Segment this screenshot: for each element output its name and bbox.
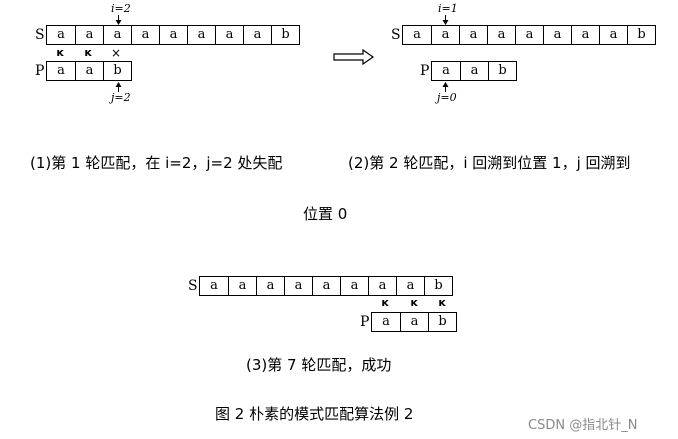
- j-pointer-label: j=2: [111, 91, 131, 104]
- s-cell: a: [215, 26, 243, 44]
- pattern-string-p: a a b: [431, 61, 517, 81]
- s-cell: a: [75, 26, 103, 44]
- match-mark: ĸ: [438, 296, 446, 309]
- s-cell: a: [243, 26, 271, 44]
- p-pattern-label: P: [360, 314, 370, 330]
- s-cell: a: [599, 26, 627, 44]
- p-pattern-label: P: [35, 63, 45, 79]
- up-arrow-icon: [115, 82, 122, 92]
- right-arrow-icon: [333, 49, 375, 65]
- p-pattern-label: P: [420, 63, 430, 79]
- s-cell: a: [368, 277, 396, 295]
- s-cell: a: [159, 26, 187, 44]
- p-cell: a: [75, 62, 103, 80]
- s-cell: a: [396, 277, 424, 295]
- s-cell: a: [431, 26, 459, 44]
- up-arrow-icon: [442, 82, 449, 92]
- s-cell: a: [487, 26, 515, 44]
- s-cell: a: [515, 26, 543, 44]
- caption-round-7: (3)第 7 轮匹配，成功: [246, 356, 392, 374]
- down-arrow-icon: [442, 15, 449, 25]
- s-cell: a: [131, 26, 159, 44]
- main-string-s: a a a a a a a a b: [402, 25, 656, 45]
- match-mark: ĸ: [410, 296, 418, 309]
- s-cell: b: [271, 26, 299, 44]
- s-cell: a: [187, 26, 215, 44]
- i-pointer-label: i=1: [438, 2, 458, 15]
- s-cell: a: [459, 26, 487, 44]
- s-cell: a: [284, 277, 312, 295]
- caption-round-2: (2)第 2 轮匹配，i 回溯到位置 1，j 回溯到: [348, 154, 631, 172]
- main-string-s: a a a a a a a a b: [199, 276, 453, 296]
- s-cell: a: [413, 27, 421, 42]
- p-cell: b: [488, 62, 516, 80]
- caption-round-1: (1)第 1 轮匹配，在 i=2，j=2 处失配: [30, 154, 283, 172]
- s-cell: a: [312, 277, 340, 295]
- s-string-label: S: [35, 27, 45, 43]
- caption-round-2-continued: 位置 0: [303, 205, 348, 223]
- main-string-s: a a a a a a a a b: [46, 25, 300, 45]
- pattern-string-p: a a b: [371, 312, 457, 332]
- figure-caption: 图 2 朴素的模式匹配算法例 2: [215, 405, 414, 423]
- s-cell: a: [210, 278, 218, 293]
- s-cell: a: [228, 277, 256, 295]
- p-cell: a: [57, 63, 65, 78]
- match-mark: ĸ: [84, 46, 92, 59]
- s-string-label: S: [391, 27, 401, 43]
- p-cell: a: [382, 314, 390, 329]
- down-arrow-icon: [115, 15, 122, 25]
- s-cell: a: [256, 277, 284, 295]
- p-cell: a: [442, 63, 450, 78]
- p-cell: a: [400, 313, 428, 331]
- s-cell: a: [571, 26, 599, 44]
- s-cell: a: [543, 26, 571, 44]
- s-cell: a: [103, 26, 131, 44]
- p-cell: b: [428, 313, 456, 331]
- watermark: CSDN @指北针_N: [528, 418, 638, 433]
- i-pointer-label: i=2: [111, 2, 131, 15]
- s-cell: a: [57, 27, 65, 42]
- s-cell: b: [424, 277, 452, 295]
- s-cell: a: [340, 277, 368, 295]
- j-pointer-label: j=0: [437, 91, 457, 104]
- s-string-label: S: [188, 278, 198, 294]
- s-cell: b: [627, 26, 655, 44]
- p-cell: b: [103, 62, 131, 80]
- pattern-string-p: a a b: [46, 61, 132, 81]
- match-mark: ĸ: [56, 46, 64, 59]
- p-cell: a: [460, 62, 488, 80]
- mismatch-mark: ×: [111, 46, 122, 60]
- match-mark: ĸ: [381, 296, 389, 309]
